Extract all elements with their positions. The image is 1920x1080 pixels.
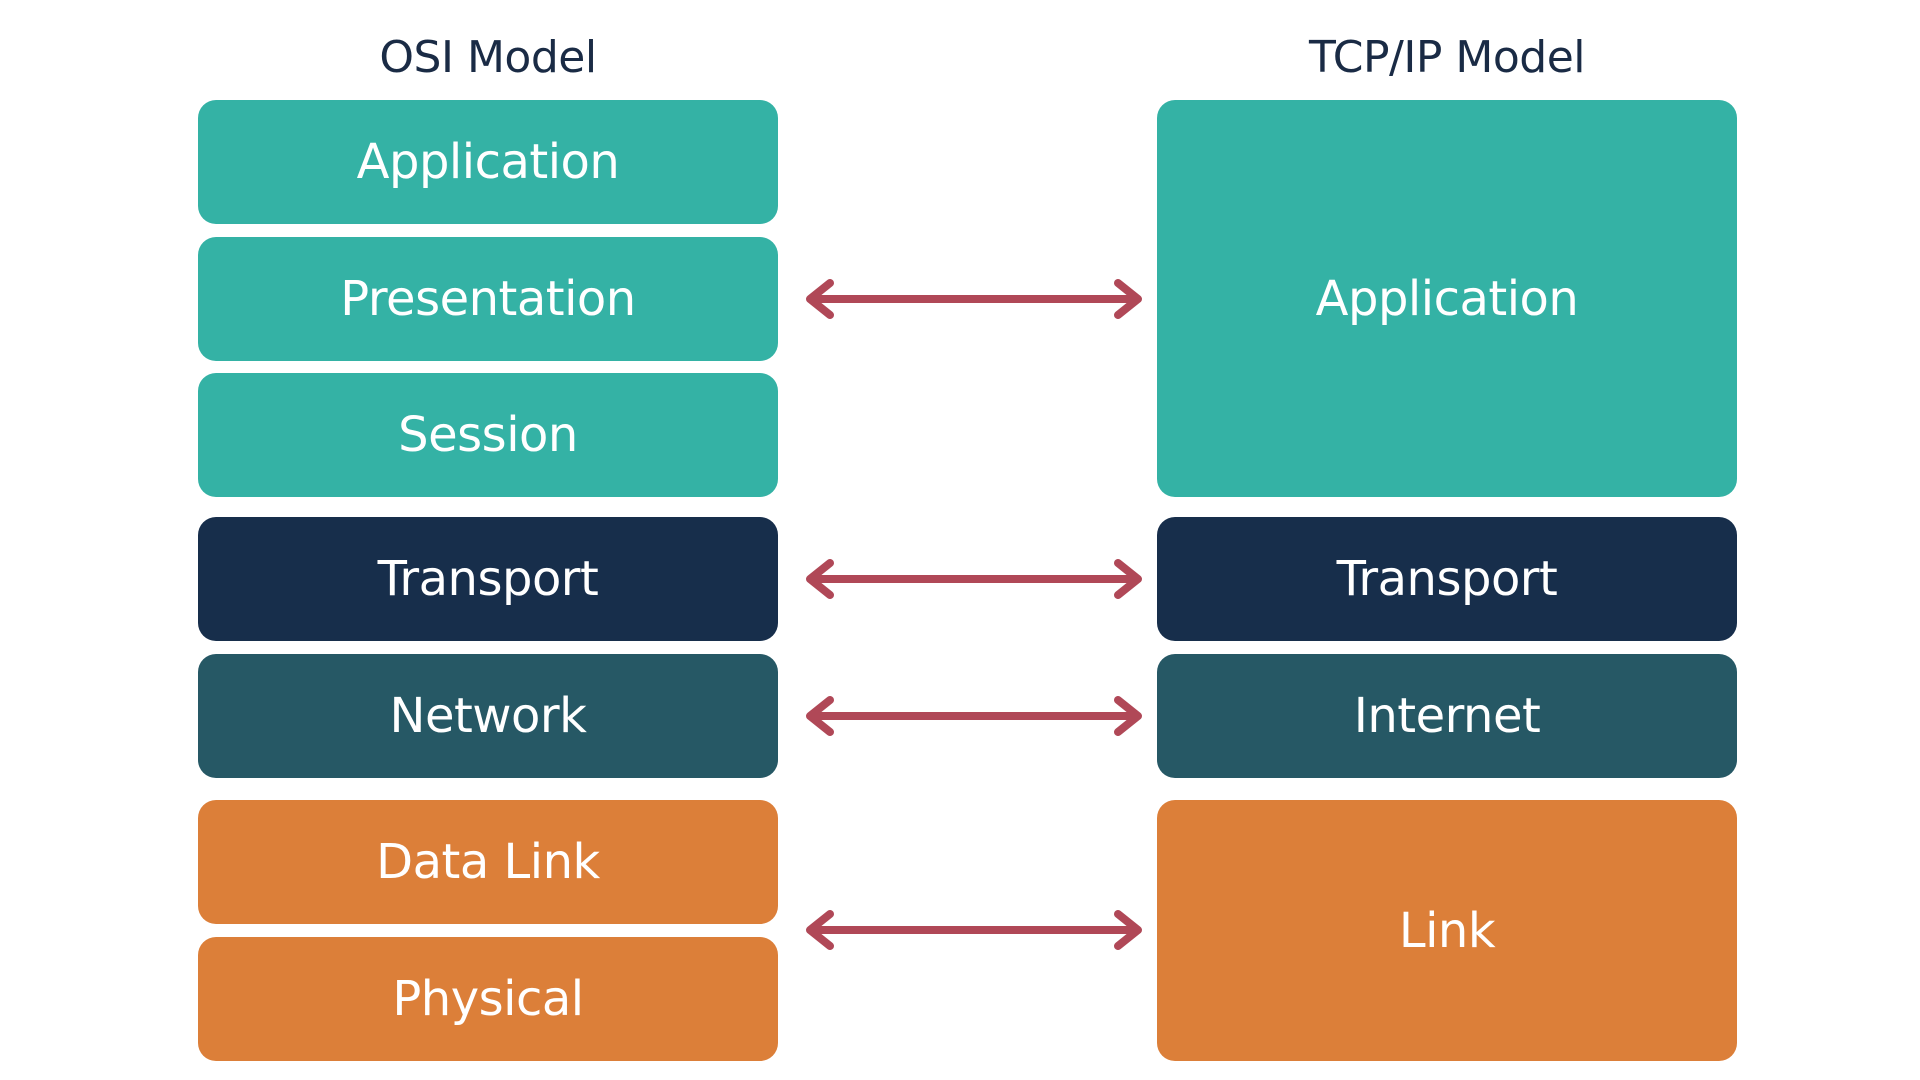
osi-layer-session: Session <box>198 373 778 497</box>
double-arrow-application-icon <box>806 279 1142 319</box>
osi-layer-network: Network <box>198 654 778 778</box>
osi-layer-data-link: Data Link <box>198 800 778 924</box>
tcpip-layer-transport: Transport <box>1157 517 1737 641</box>
double-arrow-network-icon <box>806 696 1142 736</box>
tcpip-layer-application: Application <box>1157 100 1737 497</box>
tcpip-model-title: TCP/IP Model <box>1309 32 1585 83</box>
double-arrow-link-icon <box>806 910 1142 950</box>
tcpip-layer-internet: Internet <box>1157 654 1737 778</box>
osi-model-title: OSI Model <box>379 32 597 83</box>
osi-layer-transport: Transport <box>198 517 778 641</box>
osi-layer-application: Application <box>198 100 778 224</box>
osi-layer-physical: Physical <box>198 937 778 1061</box>
tcpip-layer-link: Link <box>1157 800 1737 1061</box>
osi-layer-presentation: Presentation <box>198 237 778 361</box>
double-arrow-transport-icon <box>806 559 1142 599</box>
